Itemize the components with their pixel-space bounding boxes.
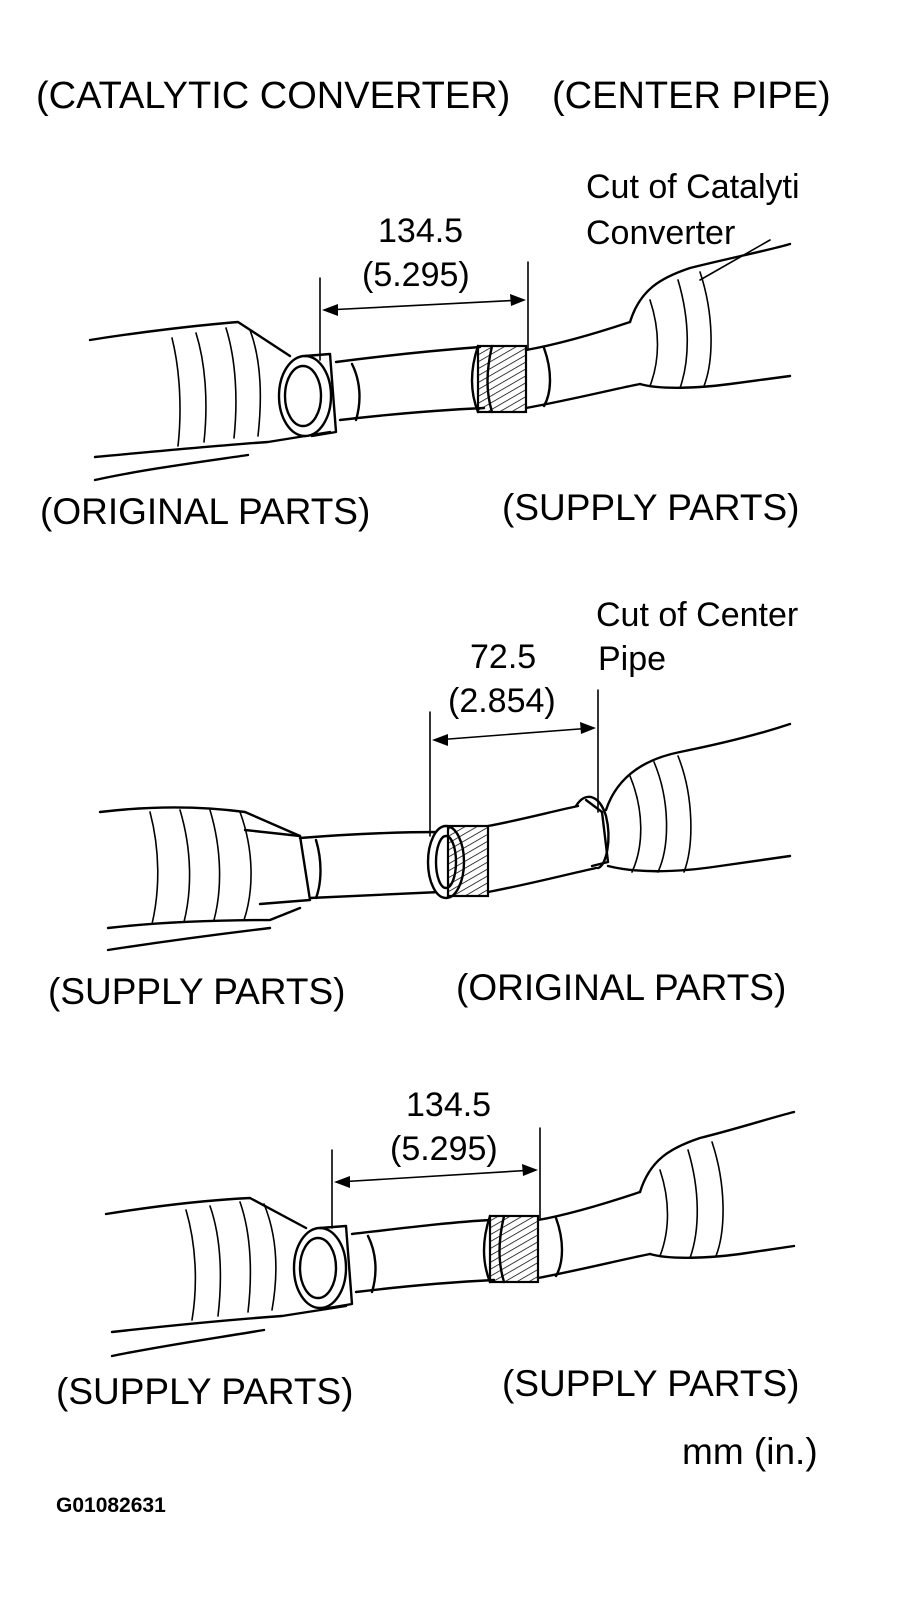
units-note: mm (in.) — [682, 1431, 818, 1472]
panel3-right-label: (SUPPLY PARTS) — [502, 1363, 799, 1404]
panel2-cut-note-line1: Cut of Center — [596, 596, 798, 634]
pipe-top — [334, 345, 482, 364]
panel2-right-label: (ORIGINAL PARTS) — [456, 967, 786, 1008]
converter-body-top — [88, 320, 292, 358]
panel-2-illustration — [98, 689, 792, 952]
panel1-dimension-in: (5.295) — [362, 256, 470, 294]
header-catalytic-converter: (CATALYTIC CONVERTER) — [36, 75, 510, 117]
panel3-left-label: (SUPPLY PARTS) — [56, 1371, 353, 1412]
panel2-cut-note-line2: Pipe — [598, 640, 666, 678]
panel1-cut-note-line2: Converter — [586, 214, 735, 252]
panel1-left-label: (ORIGINAL PARTS) — [40, 491, 370, 532]
panel2-dimension-in: (2.854) — [448, 682, 556, 720]
weld-sleeve — [476, 344, 528, 414]
panel1-cut-note-line1: Cut of Catalyti — [586, 168, 800, 206]
weld-sleeve — [446, 824, 490, 898]
converter-body-bottom — [93, 430, 332, 459]
weld-sleeve — [488, 1214, 540, 1284]
panel-3-illustration — [104, 1110, 796, 1358]
dim-arrow-line — [325, 299, 523, 311]
panel3-dimension-mm: 134.5 — [406, 1086, 491, 1124]
panel2-dimension-mm: 72.5 — [470, 638, 536, 676]
panel2-left-label: (SUPPLY PARTS) — [48, 971, 345, 1012]
panel1-dimension-mm: 134.5 — [378, 212, 463, 250]
header-center-pipe: (CENTER PIPE) — [552, 75, 831, 117]
panel1-right-label: (SUPPLY PARTS) — [502, 487, 799, 528]
panel-1-illustration — [88, 239, 792, 482]
pipe-bottom — [338, 406, 486, 422]
figure-code: G01082631 — [56, 1494, 166, 1517]
panel3-dimension-in: (5.295) — [390, 1130, 498, 1168]
